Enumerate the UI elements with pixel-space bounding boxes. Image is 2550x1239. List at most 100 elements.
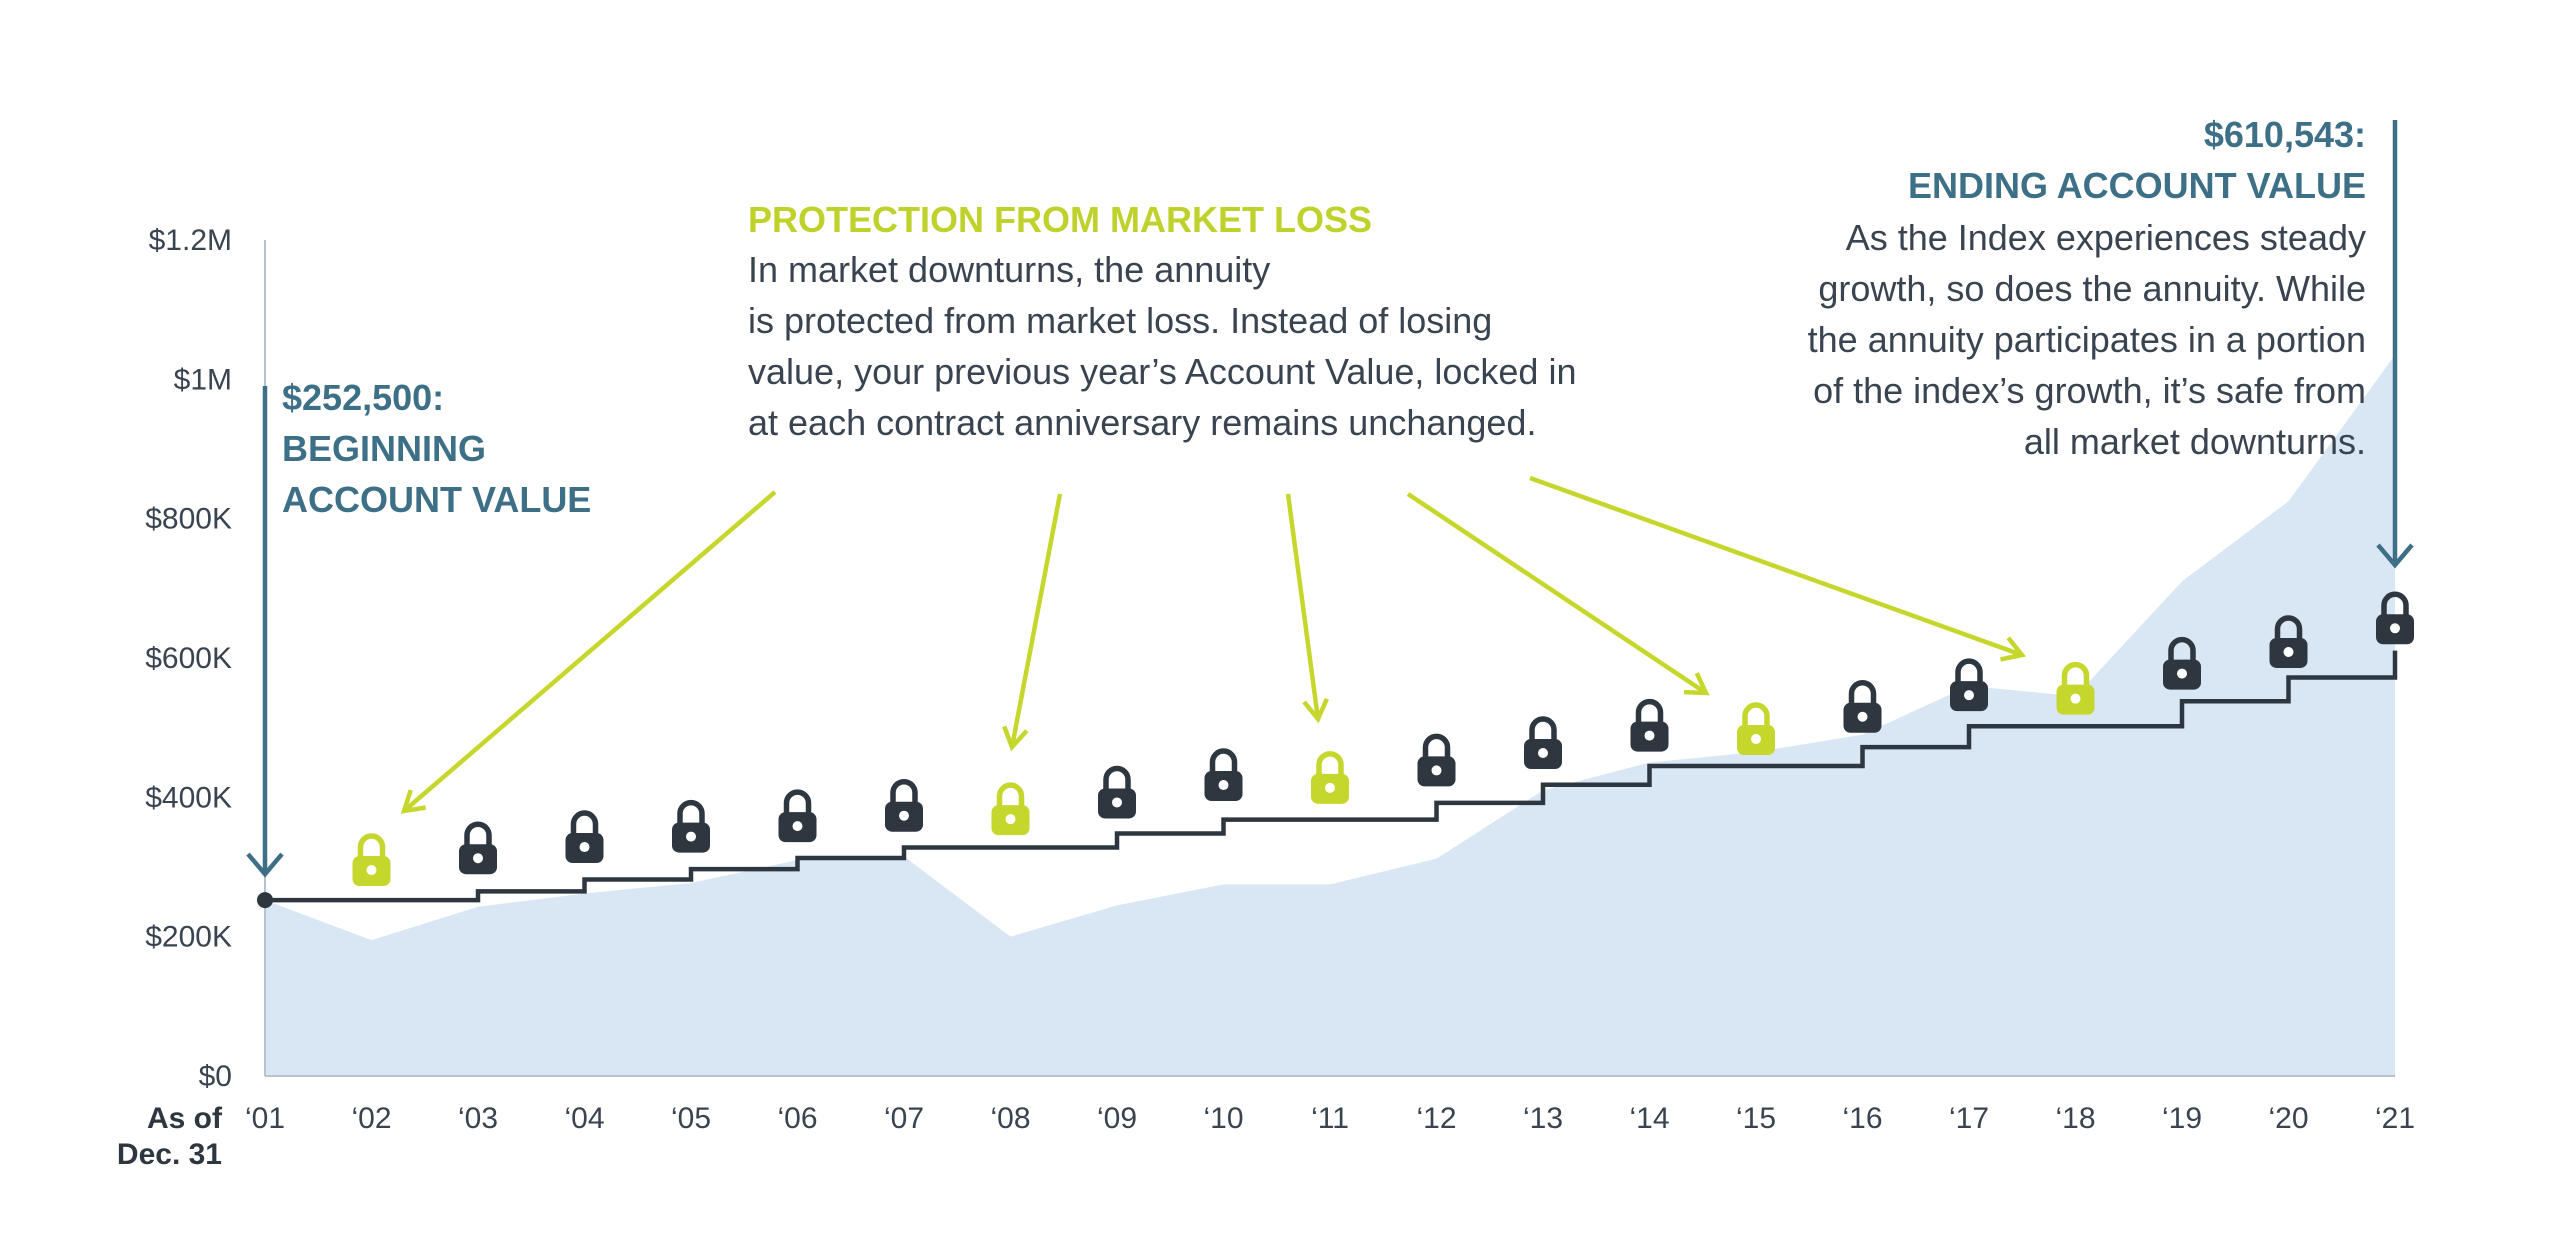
lock-icon [1950,658,1988,712]
ending-body-line2: growth, so does the annuity. While [1818,268,2366,309]
lock-shackle [1955,658,1983,684]
x-tick-label: ‘13 [1523,1102,1563,1135]
lock-keyhole [1538,747,1548,758]
protection-arrow-02-shaft [402,490,777,813]
x-tick-label: ‘12 [1416,1102,1456,1135]
lock-shackle [1316,751,1344,776]
lock-icon [459,821,497,875]
protection-arrow-11-head [1302,697,1329,724]
lock-shackle [2061,661,2090,687]
lock-icon-protected [352,833,391,887]
x-tick-label: ‘06 [777,1102,817,1135]
lock-keyhole [366,865,377,876]
lock-shackle [783,789,812,815]
beginning-value-amount: $252,500: [282,377,444,418]
x-tick-label: ‘17 [1949,1102,1989,1135]
x-tick-label: ‘16 [1842,1102,1882,1135]
protection-body-line3: value, your previous year’s Account Valu… [748,351,1576,392]
x-tick-label: ‘07 [884,1102,924,1135]
lock-keyhole [2177,668,2187,679]
y-tick-label: $1.2M [149,224,232,257]
x-tick-label: ‘09 [1097,1102,1137,1135]
protection-body-line2: is protected from market loss. Instead o… [748,300,1492,341]
lock-keyhole [792,821,803,832]
lock-keyhole [1751,734,1761,745]
lock-keyhole [1964,690,1974,701]
protection-arrow-08-shaft [1009,493,1063,748]
lock-icon [2163,636,2201,690]
lock-icon-protected [991,782,1030,836]
lock-shackle [1209,748,1238,774]
y-tick-label: $400K [145,781,232,814]
account-value-line [265,650,2398,903]
lock-keyhole [1112,797,1122,808]
protection-body-line1: In market downturns, the annuity [748,249,1270,290]
lock-shackle [1848,680,1877,705]
ending-value-amount: $610,543: [2204,114,2366,155]
lock-keyhole [2070,693,2081,704]
lock-shackle [570,810,599,836]
x-tick-label: ‘18 [2055,1102,2095,1135]
lock-icon [1630,698,1669,752]
lock-shackle [2381,591,2409,617]
beginning-value-label-line1: BEGINNING [282,428,486,469]
protection-body-line4: at each contract anniversary remains unc… [748,402,1536,443]
lock-keyhole [2283,646,2294,657]
locks-layer [352,591,2414,887]
lock-shackle [677,799,705,825]
lock-icon-protected [1311,751,1349,804]
lock-icon-protected [2056,661,2095,715]
x-tick-label: ‘08 [990,1102,1030,1135]
lock-keyhole [1218,780,1229,791]
lock-icon [1204,748,1243,802]
lock-icon [565,810,604,864]
lock-icon [2269,615,2308,668]
index-area-layer [265,354,2395,1076]
y-axis-ticks: $0$200K$400K$600K$800K$1M$1.2M [145,224,232,1093]
lock-keyhole [899,810,909,821]
lock-shackle [1635,698,1664,724]
x-tick-label: ‘03 [458,1102,498,1135]
ending-body-line5: all market downturns. [2024,421,2366,462]
x-axis-caption-line1: As of [147,1102,223,1135]
beginning-arrow-head [246,852,284,878]
lock-icon [1417,733,1456,787]
y-tick-label: $200K [145,921,232,954]
y-tick-label: $600K [145,642,232,675]
lock-shackle [357,833,386,859]
lock-icon [885,779,923,832]
lock-shackle [1422,733,1451,759]
annotation-arrows [246,120,2414,878]
x-axis-ticks: ‘01‘02‘03‘04‘05‘06‘07‘08‘09‘10‘11‘12‘13‘… [245,1102,2415,1135]
x-tick-label: ‘05 [671,1102,711,1135]
lock-keyhole [473,853,483,864]
lock-icon [1843,680,1882,733]
ending-body-line4: of the index’s growth, it’s safe from [1813,370,2366,411]
x-tick-label: ‘19 [2162,1102,2202,1135]
lock-icon-protected [1737,702,1775,756]
lock-shackle [890,779,918,804]
lock-shackle [1103,765,1131,791]
x-tick-label: ‘10 [1203,1102,1243,1135]
lock-keyhole [1325,782,1335,793]
protection-arrow-11-shaft [1285,493,1321,720]
beginning-value-label-line2: ACCOUNT VALUE [282,479,591,520]
lock-keyhole [1857,711,1868,722]
protection-title: PROTECTION FROM MARKET LOSS [748,199,1372,240]
index-area [265,354,2395,1076]
lock-shackle [464,821,492,847]
lock-keyhole [686,831,696,842]
lock-shackle [1742,702,1770,728]
lock-icon [2376,591,2414,645]
y-tick-label: $1M [174,363,232,396]
protection-arrow-08-head [1002,725,1029,752]
lock-shackle [1529,716,1557,741]
x-tick-label: ‘14 [1629,1102,1669,1135]
x-tick-label: ‘04 [564,1102,604,1135]
lock-keyhole [1644,730,1655,741]
y-tick-label: $800K [145,503,232,536]
lock-icon [672,799,710,853]
start-point [257,892,273,909]
ending-arrow-head [2376,543,2414,569]
